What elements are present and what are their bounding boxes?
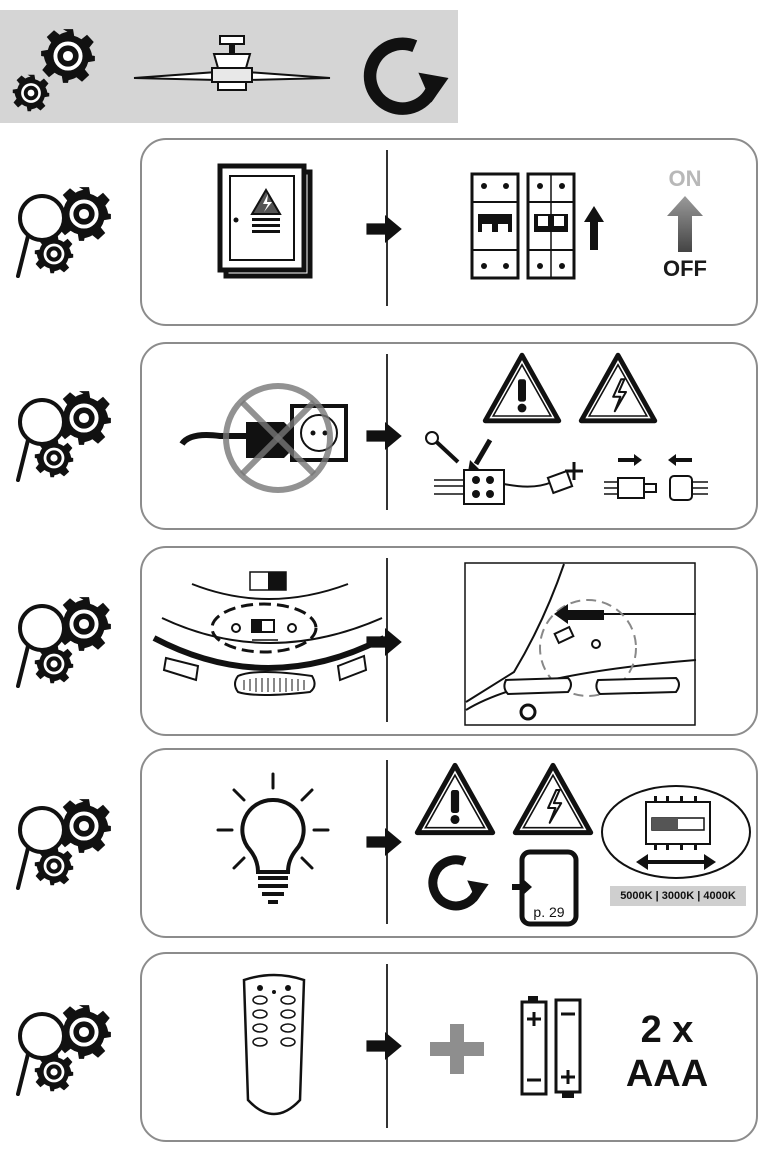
warning-exclamation-icon xyxy=(414,762,496,836)
remote-control-icon xyxy=(242,973,306,1116)
page-reference-label: p. 29 xyxy=(533,904,565,920)
step-panel-housing-switch xyxy=(140,546,758,736)
search-settings-icon xyxy=(12,1000,116,1100)
warning-electric-icon xyxy=(578,352,658,424)
light-bulb-icon xyxy=(216,772,330,904)
search-settings-icon xyxy=(12,592,116,692)
settings-gears-icon xyxy=(12,29,95,112)
fuse-box-icon xyxy=(217,163,313,279)
slide-switch-icon xyxy=(601,785,751,879)
arrow-right-icon xyxy=(366,1032,402,1060)
circuit-breaker-icon xyxy=(470,172,604,280)
step-panel-batteries: 2 x AAA xyxy=(140,952,758,1142)
step-panel-color-temperature: p. 29 5000K | 3000K | 4000K xyxy=(140,748,758,938)
arrow-right-icon xyxy=(366,422,402,450)
battery-count: 2 x xyxy=(640,1009,694,1051)
page-reference-icon xyxy=(512,849,579,927)
warning-exclamation-icon xyxy=(482,352,562,424)
switch-on-label: ON xyxy=(668,166,702,191)
step-panel-power-off: ON OFF xyxy=(140,138,758,326)
arrow-right-icon xyxy=(366,828,402,856)
switch-off-label: OFF xyxy=(663,256,707,281)
ceiling-fan-icon xyxy=(133,35,331,91)
plus-icon xyxy=(430,1024,484,1074)
connector-icon xyxy=(604,454,708,501)
header-banner xyxy=(0,10,458,123)
fan-housing-switch-icon xyxy=(152,571,386,696)
search-settings-icon xyxy=(12,794,116,894)
unplugged-socket-icon xyxy=(179,383,348,493)
warning-electric-icon xyxy=(512,762,594,836)
arrow-right-icon xyxy=(366,628,402,656)
step-panel-disconnect xyxy=(140,342,758,530)
battery-icon xyxy=(520,996,582,1098)
color-temperature-label: 5000K | 3000K | 4000K xyxy=(610,886,746,906)
battery-type: AAA xyxy=(625,1053,709,1095)
rotate-clockwise-icon xyxy=(354,30,454,120)
arrow-right-icon xyxy=(366,215,402,243)
housing-detail-icon xyxy=(464,562,697,726)
search-settings-icon xyxy=(12,386,116,486)
rotate-clockwise-icon xyxy=(420,850,494,914)
terminal-block-icon xyxy=(425,431,583,505)
arrow-up-icon xyxy=(667,196,703,252)
search-settings-icon xyxy=(12,182,116,282)
